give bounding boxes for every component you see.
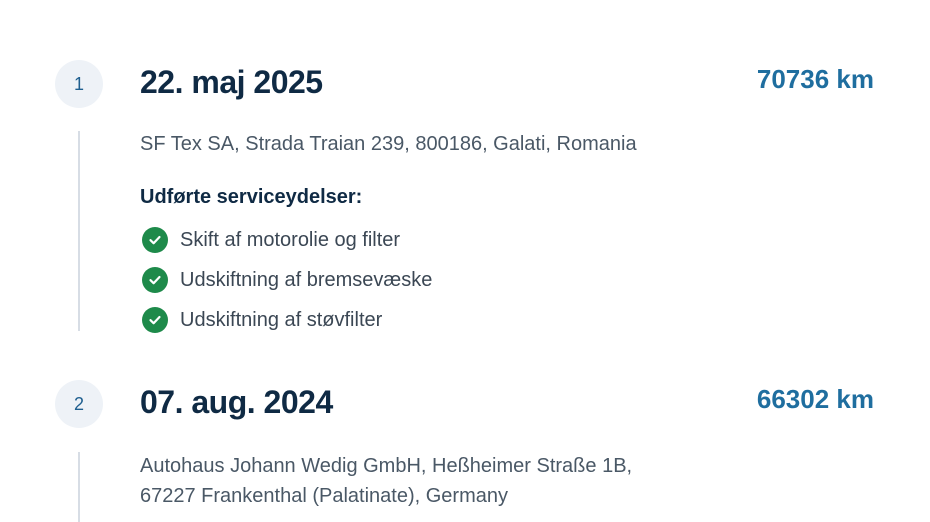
service-date: 22. maj 2025 bbox=[140, 64, 323, 100]
service-mileage: 70736 km bbox=[756, 64, 874, 94]
service-entry: 1 22. maj 2025 70736 km SF Tex SA, Strad… bbox=[55, 60, 874, 340]
check-circle-icon bbox=[142, 227, 168, 253]
address-line: Autohaus Johann Wedig GmbH, Heßheimer St… bbox=[140, 455, 633, 477]
check-circle-icon bbox=[142, 267, 168, 293]
timeline-line bbox=[78, 131, 80, 331]
services-list: Skift af motorolie og filter Udskiftning… bbox=[142, 220, 432, 340]
address-line: 67227 Frankenthal (Palatinate), Germany bbox=[140, 485, 508, 507]
step-number-badge: 1 bbox=[55, 60, 103, 108]
service-entry: 2 07. aug. 2024 66302 km Autohaus Johann… bbox=[0, 370, 930, 522]
step-number-badge: 2 bbox=[55, 380, 103, 428]
service-item: Udskiftning af bremsevæske bbox=[142, 260, 432, 300]
service-item-label: Udskiftning af støvfilter bbox=[180, 308, 383, 331]
service-address: Autohaus Johann Wedig GmbH, Heßheimer St… bbox=[140, 451, 740, 511]
service-item: Udskiftning af støvfilter bbox=[142, 300, 432, 340]
services-heading: Udførte serviceydelser: bbox=[140, 186, 363, 208]
service-item: Skift af motorolie og filter bbox=[142, 220, 432, 260]
service-item-label: Skift af motorolie og filter bbox=[180, 228, 401, 251]
service-date: 07. aug. 2024 bbox=[140, 384, 333, 420]
service-mileage: 66302 km bbox=[756, 384, 874, 414]
check-circle-icon bbox=[142, 307, 168, 333]
timeline-line bbox=[78, 452, 80, 522]
service-address: SF Tex SA, Strada Traian 239, 800186, Ga… bbox=[140, 133, 637, 155]
service-item-label: Udskiftning af bremsevæske bbox=[180, 268, 433, 291]
